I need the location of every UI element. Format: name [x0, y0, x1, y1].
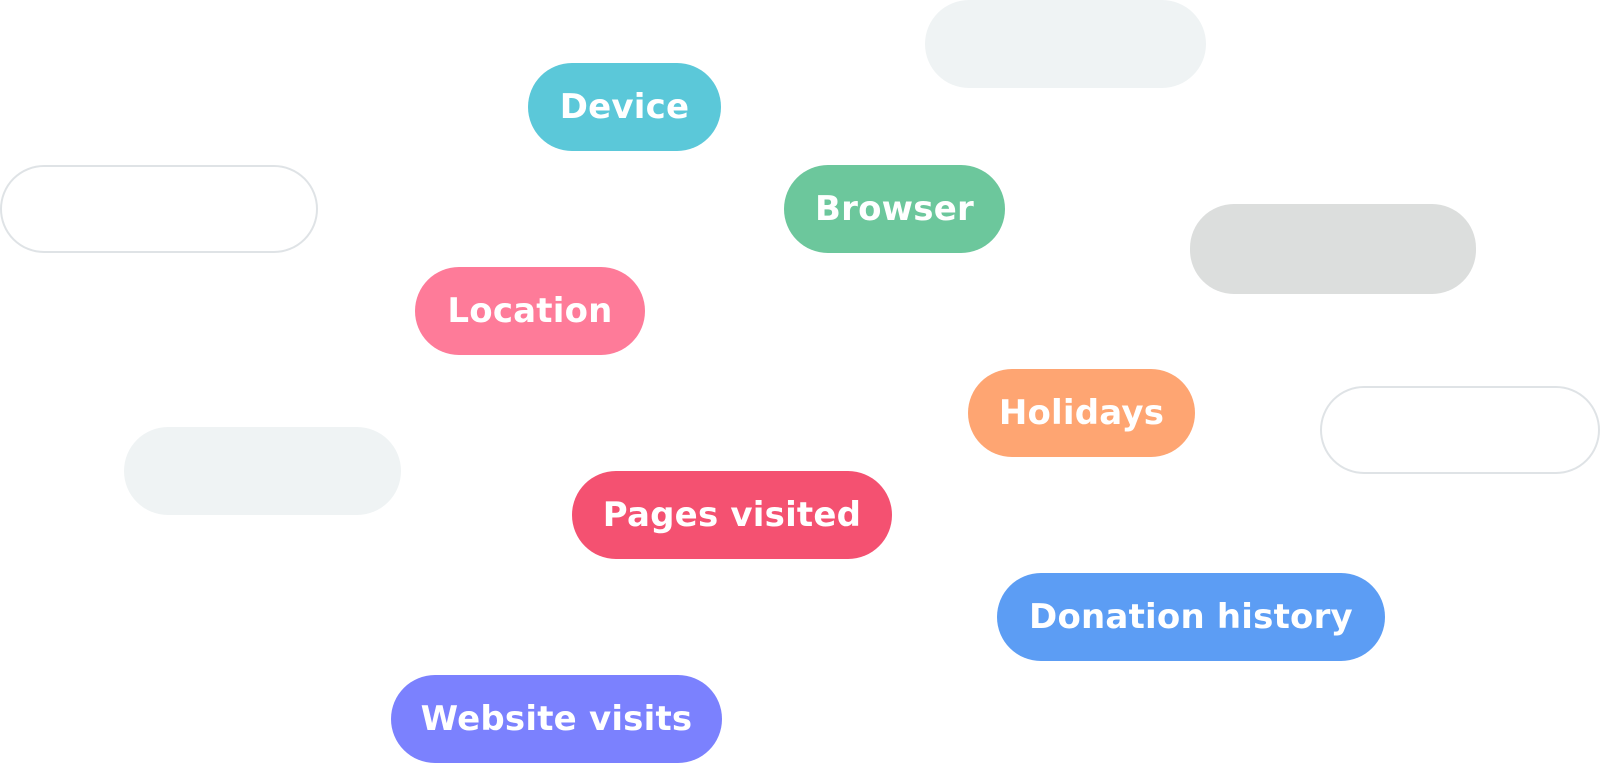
empty-pill-placeholder	[925, 0, 1206, 88]
tag-donation-history: Donation history	[997, 573, 1385, 661]
tag-website-visits: Website visits	[391, 675, 722, 763]
empty-pill-placeholder	[1320, 386, 1600, 474]
tag-pages-visited: Pages visited	[572, 471, 892, 559]
empty-pill-placeholder	[0, 165, 318, 253]
tag-location: Location	[415, 267, 645, 355]
tag-holidays: Holidays	[968, 369, 1195, 457]
empty-pill-placeholder	[1190, 204, 1476, 294]
tag-device: Device	[528, 63, 721, 151]
tag-browser: Browser	[784, 165, 1005, 253]
empty-pill-placeholder	[124, 427, 401, 515]
